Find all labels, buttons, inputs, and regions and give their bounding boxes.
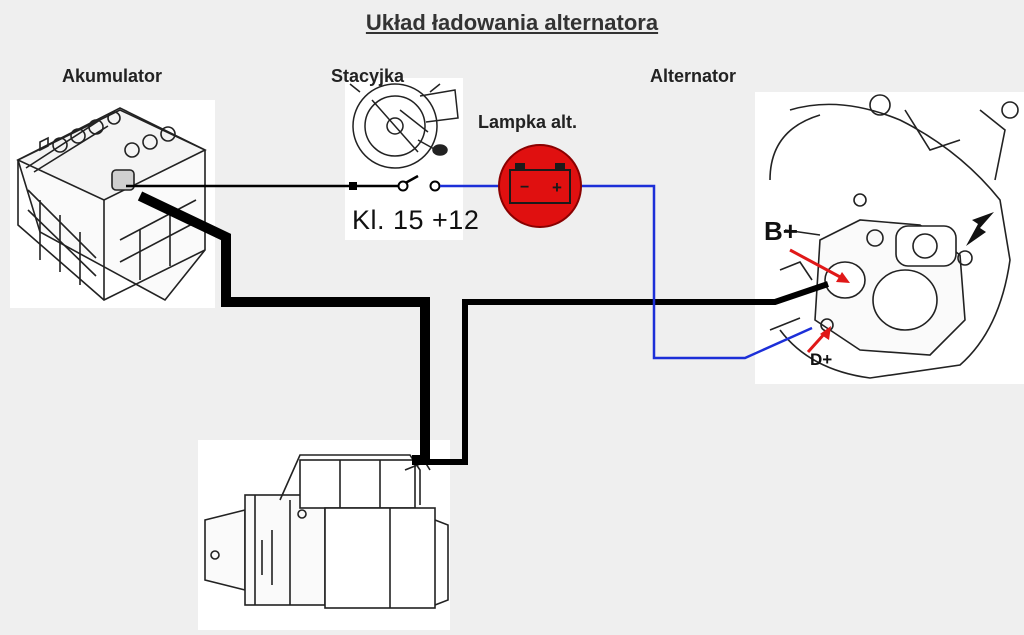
starter-motor-illustration (204, 454, 449, 609)
battery-icon (509, 163, 571, 204)
starter-to-alternator-cable (418, 281, 829, 465)
battery-illustration (16, 107, 207, 302)
b-plus-terminal-label: B+ (764, 216, 798, 246)
ignition-switch-illustration (349, 83, 459, 169)
warning-lamp (498, 144, 582, 228)
switch-terminal-label: Kl. 15 +12 (352, 205, 480, 235)
ignition-switch-label: Stacyjka (331, 66, 405, 86)
switch-contact-pivot (397, 180, 409, 192)
battery-label: Akumulator (62, 66, 163, 86)
lamp-plus-symbol: + (552, 178, 562, 197)
ignition-switch-panel (345, 78, 463, 240)
alternator-marker-arrow (966, 212, 994, 246)
d-plus-terminal-label: D+ (810, 350, 833, 369)
diagram-title: Układ ładowania alternatora (365, 10, 659, 35)
d-plus-pointer-arrow (806, 326, 831, 354)
warning-lamp-label: Lampka alt. (478, 112, 578, 132)
lamp-to-alternator-wire (578, 184, 813, 360)
alternator-label: Alternator (650, 66, 737, 86)
lamp-minus-symbol: − (520, 179, 529, 196)
b-plus-pointer-arrow (789, 248, 850, 283)
switch-contact-right (429, 180, 441, 192)
switch-contact-left (349, 182, 357, 190)
